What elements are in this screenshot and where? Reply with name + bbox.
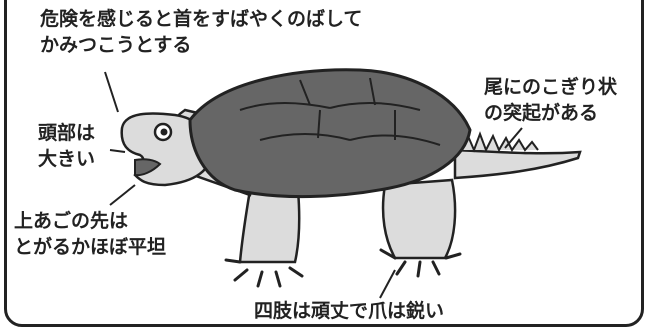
label-jaw: 上あごの先は とがるかほぼ平坦 (14, 210, 167, 258)
label-limbs: 四肢は頑丈で爪は鋭い (254, 300, 445, 322)
front-leg (238, 188, 301, 264)
leader-tail (504, 127, 523, 149)
back-claws (379, 248, 462, 278)
turtle-pupil (160, 128, 168, 136)
turtle-shell (188, 68, 472, 199)
turtle-tail (453, 148, 582, 180)
shell-scutes (239, 77, 441, 146)
leader-jaw (109, 184, 136, 206)
label-tail: 尾にのこぎり状 の突起がある (484, 76, 618, 124)
back-leg (381, 178, 457, 260)
leader-limbs (379, 269, 396, 299)
leader-head-action (104, 71, 119, 113)
leader-head-size (109, 149, 126, 153)
label-head-size: 頭部は 大きい (38, 122, 96, 170)
frame-border (4, 0, 644, 327)
label-head-action: 危険を感じると首をすばやくのばして かみつこうとする (40, 8, 363, 56)
tail-spikes (461, 131, 539, 153)
front-claws (224, 258, 304, 288)
turtle-mouth (134, 158, 162, 177)
